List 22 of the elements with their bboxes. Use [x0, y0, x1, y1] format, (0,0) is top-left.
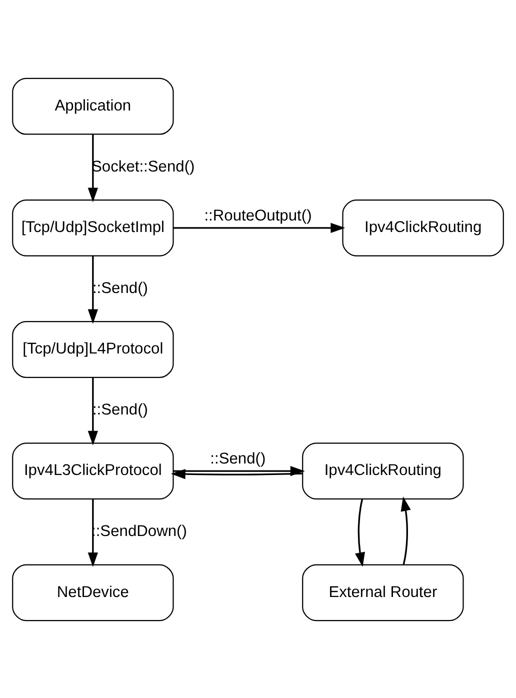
arrow	[88, 255, 98, 324]
edge-label: ::SendDown()	[91, 522, 187, 540]
arrow	[88, 376, 98, 445]
arrow	[173, 466, 305, 476]
arrow	[170, 468, 303, 479]
edge-label: ::RouteOutput()	[204, 206, 312, 224]
node-box: Ipv4L3ClickProtocol	[12, 442, 174, 500]
node-box: External Router	[302, 564, 464, 621]
node-box: Ipv4ClickRouting	[302, 442, 464, 500]
node-box: NetDevice	[12, 564, 174, 621]
node-box: [Tcp/Udp]L4Protocol	[12, 320, 174, 378]
arrow	[88, 134, 98, 202]
arrow	[400, 496, 411, 564]
arrow	[88, 498, 98, 566]
arrow	[355, 498, 365, 566]
node-box: [Tcp/Udp]SocketImpl	[12, 198, 174, 256]
node-box: Ipv4ClickRouting	[342, 198, 504, 256]
edge-label: ::Send()	[210, 450, 266, 467]
edge-label: ::Send()	[92, 279, 148, 296]
arrow	[173, 222, 346, 232]
node-box: Application	[12, 77, 174, 134]
edge-label: ::Send()	[92, 400, 148, 418]
